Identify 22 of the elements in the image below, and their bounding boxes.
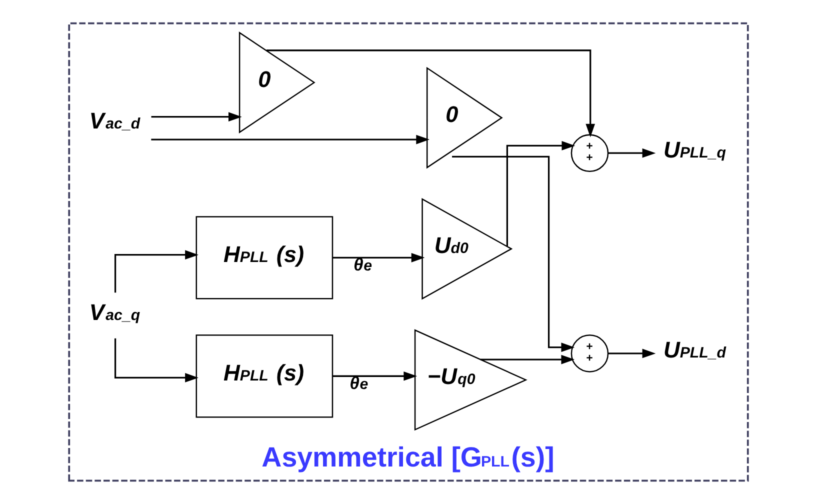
node-text: Vac_d <box>89 107 140 134</box>
node-text: Vac_q <box>89 298 140 325</box>
node-circle: + + <box>570 334 609 372</box>
arrow <box>480 354 575 364</box>
arrow <box>608 148 656 158</box>
arrow <box>506 141 576 246</box>
arrow <box>332 371 418 381</box>
edge-label: θe <box>354 254 372 275</box>
node-box: HPLL (s) <box>196 216 334 300</box>
arrow <box>452 156 575 352</box>
edge-label: θe <box>350 372 368 393</box>
node-text: UPLL_q <box>663 136 726 162</box>
arrow <box>332 252 425 262</box>
arrow <box>114 250 198 293</box>
node-text: UPLL_d <box>663 336 726 363</box>
node-circle: + + <box>570 134 609 172</box>
arrow <box>151 134 430 144</box>
node-box: HPLL (s) <box>196 334 334 418</box>
arrow <box>266 50 596 138</box>
arrow <box>608 348 656 358</box>
arrow <box>151 112 242 122</box>
arrow <box>114 338 198 382</box>
